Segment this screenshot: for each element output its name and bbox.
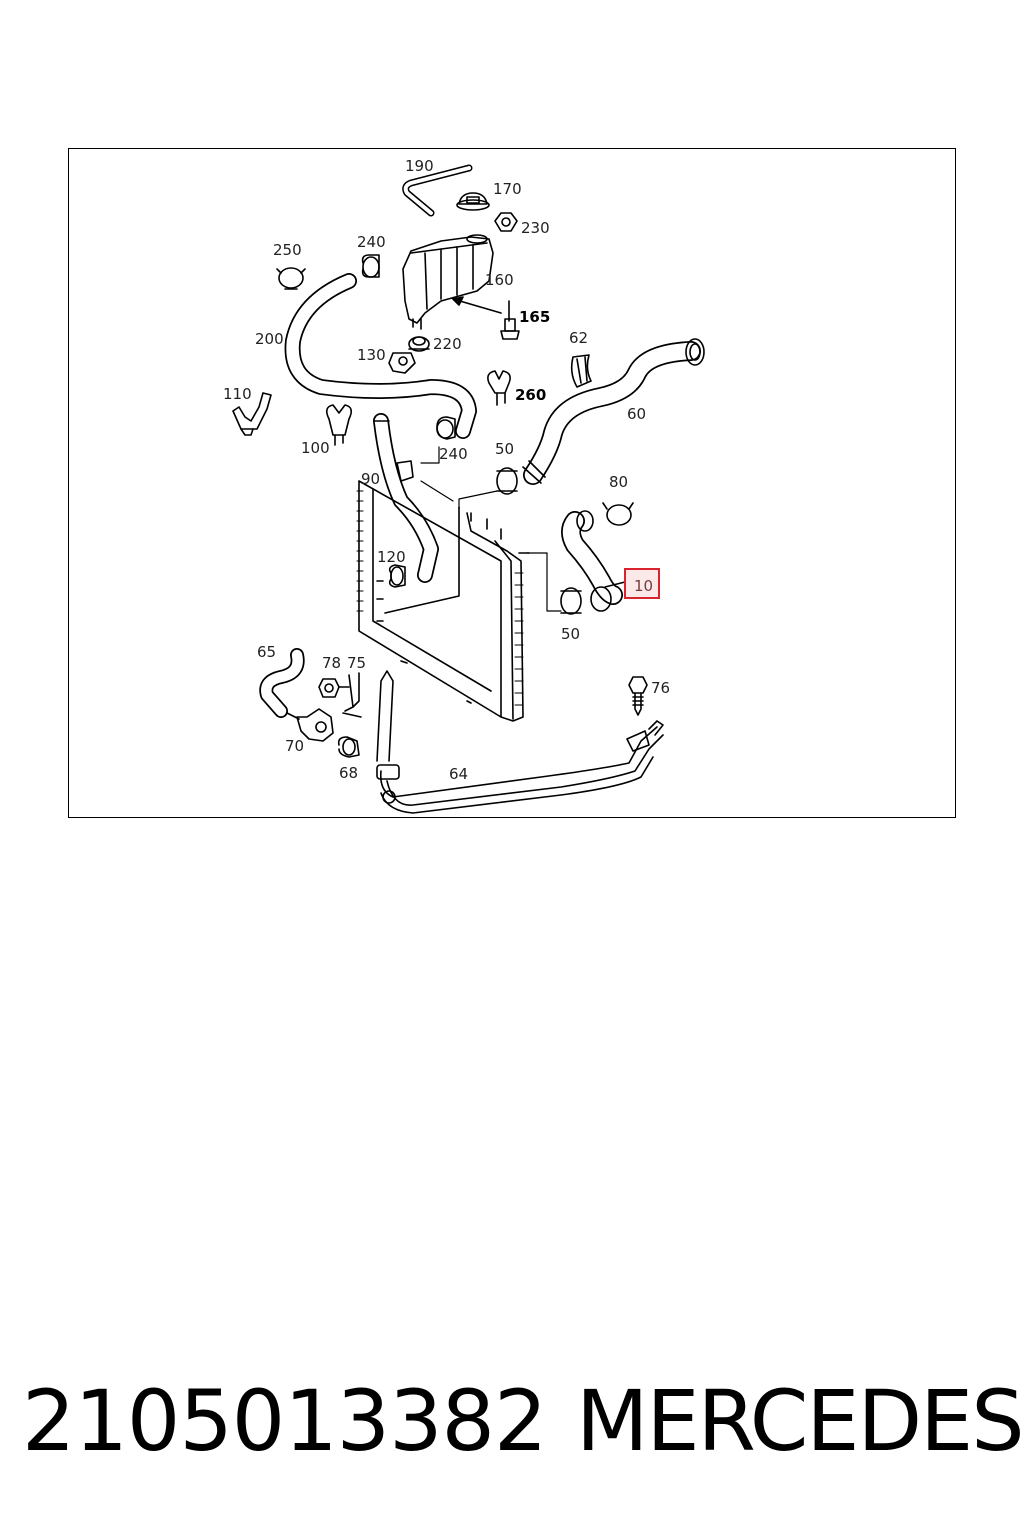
- part-200-hose: [284, 273, 477, 439]
- callout-130: 130: [357, 346, 386, 364]
- highlighted-callout-10[interactable]: 10: [624, 568, 660, 599]
- callout-50-upper: 50: [495, 440, 514, 458]
- part-90-hose: [373, 413, 439, 583]
- cooling-system-diagram: 190 170 230 250 240 160 165 200 130 220 …: [223, 157, 705, 814]
- callout-190: 190: [405, 157, 434, 175]
- callout-110: 110: [223, 385, 252, 403]
- callout-240-top: 240: [357, 233, 386, 251]
- brand-name: MERCEDES: [576, 1372, 1024, 1470]
- part-number: 2105013382: [22, 1372, 547, 1470]
- radiator: [356, 460, 530, 722]
- part-64-cooler-lines: [376, 670, 664, 814]
- callout-120: 120: [377, 548, 406, 566]
- part-240-clamp-middle: [436, 416, 456, 440]
- part-160-expansion-tank: [402, 234, 494, 330]
- callout-250: 250: [273, 241, 302, 259]
- part-170-cap: [456, 192, 490, 211]
- highlight-box: [624, 568, 660, 599]
- part-260-clip: [487, 370, 511, 406]
- callout-100: 100: [301, 439, 330, 457]
- callout-170: 170: [493, 180, 522, 198]
- part-76-bolt: [628, 676, 648, 716]
- callout-50-lower: 50: [561, 625, 580, 643]
- part-78-fitting: [318, 678, 350, 698]
- callout-76: 76: [651, 679, 670, 697]
- callout-240-middle: 240: [439, 445, 468, 463]
- callout-64: 64: [449, 765, 468, 783]
- callout-60: 60: [627, 405, 646, 423]
- part-75-bracket: [342, 672, 362, 718]
- callout-75: 75: [347, 654, 366, 672]
- leader-lines: [420, 446, 562, 612]
- callout-165: 165: [519, 308, 550, 326]
- part-230-nut: [494, 212, 518, 232]
- part-70-housing: [286, 708, 334, 742]
- callout-220: 220: [433, 335, 462, 353]
- callout-260: 260: [515, 386, 546, 404]
- part-50-clamp-lower: [560, 587, 582, 615]
- part-50-clamp-upper: [496, 467, 518, 495]
- callout-200: 200: [255, 330, 284, 348]
- part-130-fitting: [388, 352, 416, 374]
- part-65-hose: [259, 648, 305, 718]
- callout-80: 80: [609, 473, 628, 491]
- part-62-sleeve: [570, 354, 592, 388]
- part-250-clamp: [276, 267, 306, 290]
- callout-230: 230: [521, 219, 550, 237]
- parts-diagram-frame: 190 170 230 250 240 160 165 200 130 220 …: [68, 148, 956, 818]
- callout-labels: 190 170 230 250 240 160 165 200 130 220 …: [223, 157, 670, 783]
- part-68-clamp: [337, 736, 360, 758]
- callout-70: 70: [285, 737, 304, 755]
- callout-160: 160: [485, 271, 514, 289]
- part-220-grommet: [408, 336, 430, 352]
- part-165-level-sensor: [452, 296, 520, 340]
- part-60-upper-hose: [522, 338, 705, 485]
- callout-68: 68: [339, 764, 358, 782]
- callout-78: 78: [322, 654, 341, 672]
- callout-10: 10: [634, 577, 653, 595]
- part-110-bracket: [232, 392, 272, 436]
- part-190-vent-pipe: [402, 164, 473, 217]
- part-80-clamp: [602, 502, 634, 526]
- part-120-plug: [388, 564, 406, 588]
- callout-90: 90: [361, 470, 380, 488]
- part-240-clamp-top: [361, 254, 380, 278]
- callout-62: 62: [569, 329, 588, 347]
- part-100-clip: [325, 404, 353, 446]
- callout-65: 65: [257, 643, 276, 661]
